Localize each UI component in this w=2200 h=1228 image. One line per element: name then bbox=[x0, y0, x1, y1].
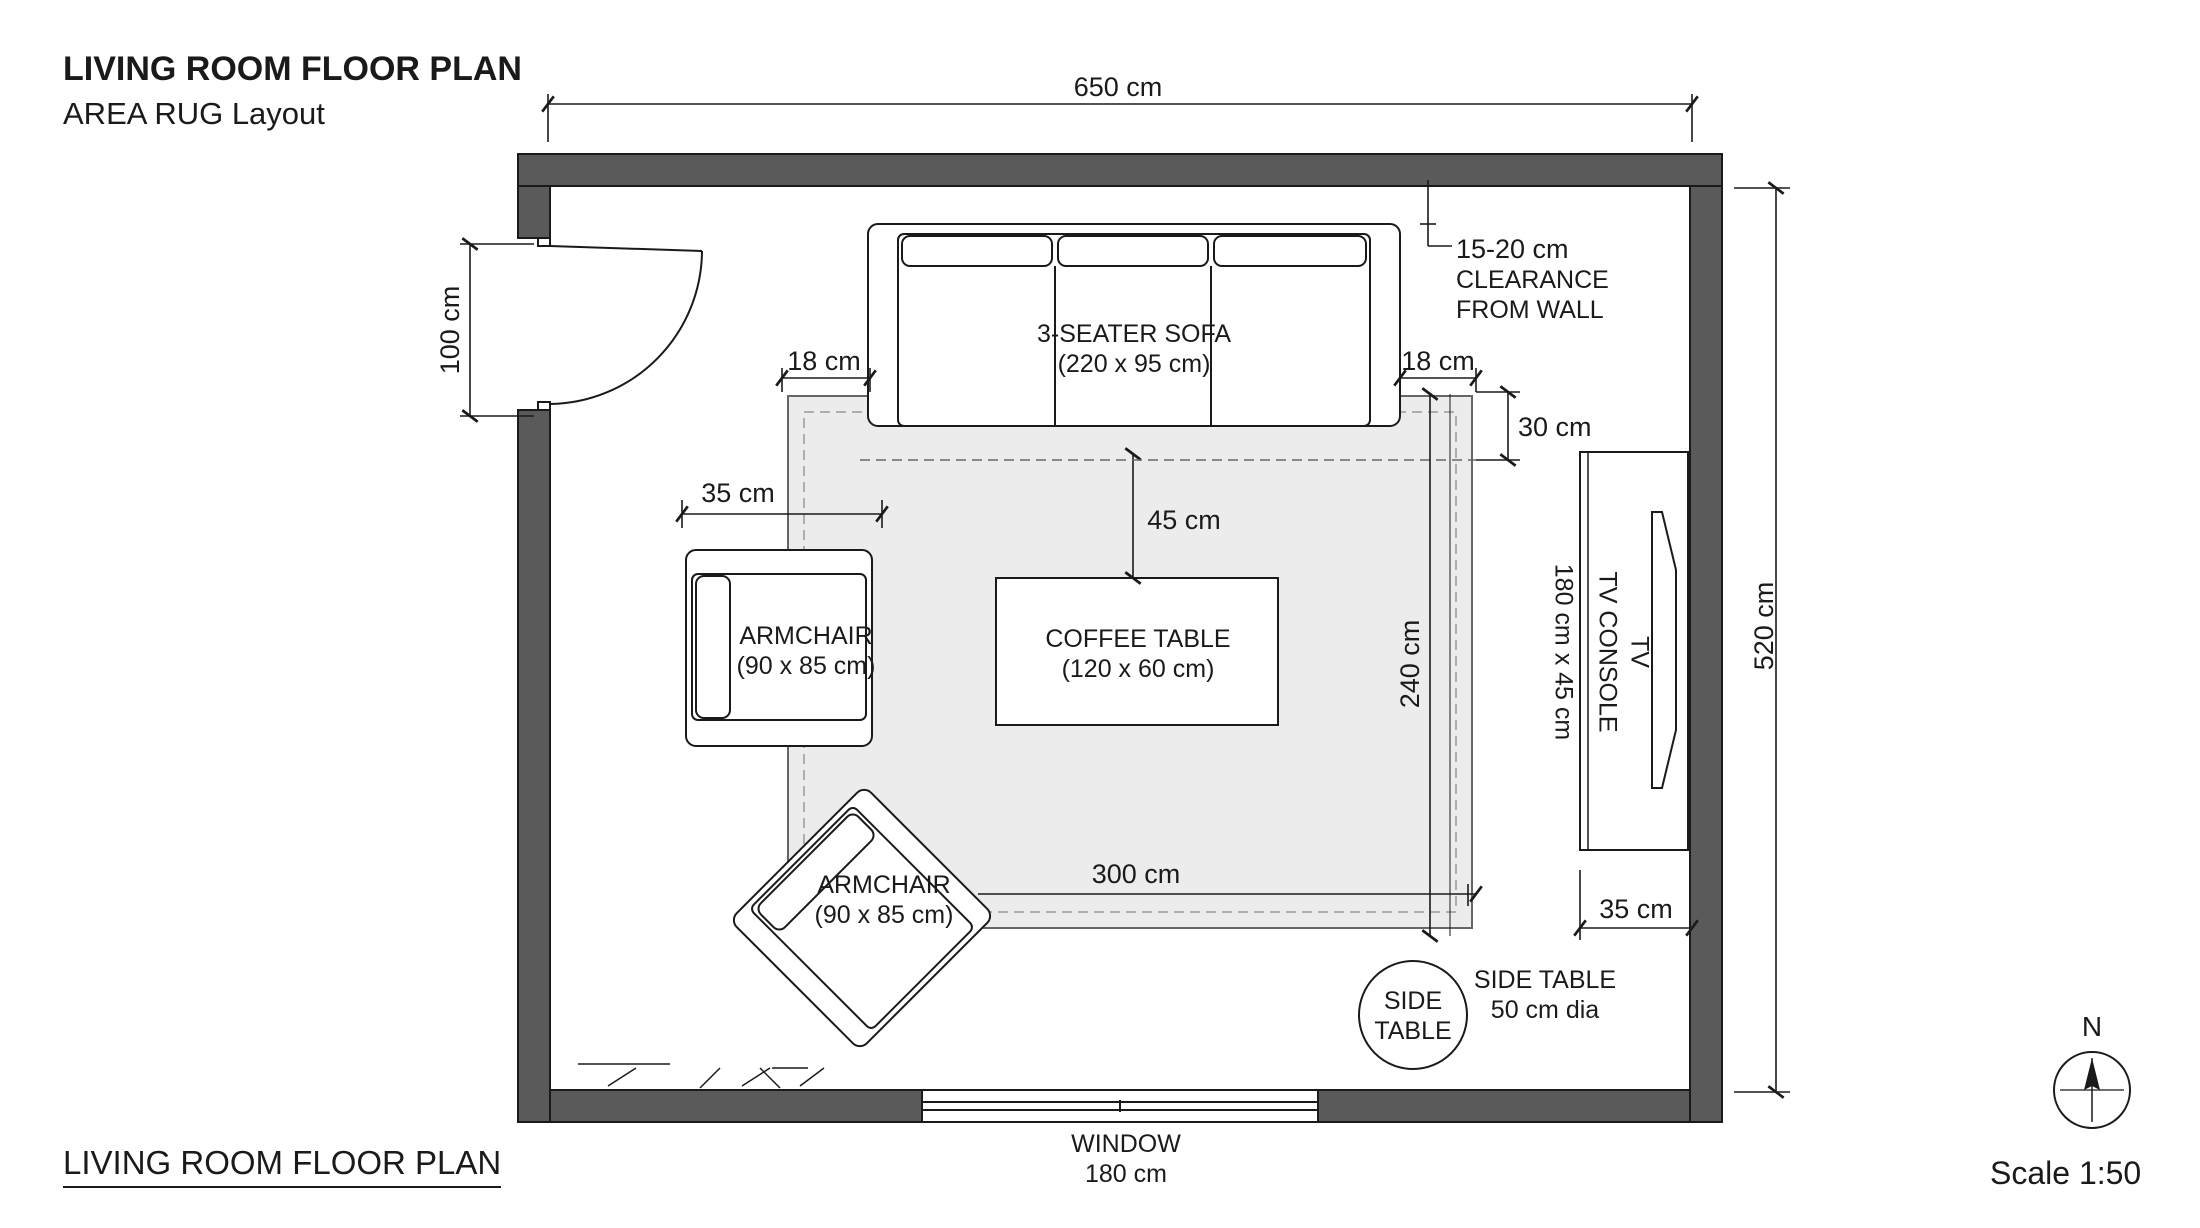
coffee-table-size: (120 x 60 cm) bbox=[1062, 655, 1215, 683]
side-table bbox=[1358, 960, 1468, 1070]
wall-clearance-label: 15-20 cm bbox=[1456, 234, 1569, 264]
tv-console-label: TV CONSOLE bbox=[1593, 571, 1621, 732]
sofa-size: (220 x 95 cm) bbox=[1058, 350, 1211, 378]
footer-title: LIVING ROOM FLOOR PLAN bbox=[63, 1144, 502, 1188]
sofa-name: 3-SEATER SOFA bbox=[1037, 320, 1231, 348]
clearance-line-1: CLEARANCE bbox=[1456, 266, 1609, 294]
rug-overlap-label: 30 cm bbox=[1518, 412, 1592, 442]
armchair-2-size: (90 x 85 cm) bbox=[815, 901, 954, 929]
armchair-1 bbox=[685, 549, 873, 747]
door bbox=[537, 237, 703, 411]
plan-subtitle: AREA RUG Layout bbox=[63, 96, 325, 131]
tv-screen bbox=[1651, 511, 1677, 789]
sofa bbox=[867, 223, 1401, 427]
room-depth-label: 520 cm bbox=[1749, 582, 1779, 671]
room-walls bbox=[517, 153, 1723, 1123]
side-table-line-2: TABLE bbox=[1374, 1017, 1451, 1045]
sofa-overhang-left-label: 18 cm bbox=[787, 346, 861, 376]
side-table-name: SIDE TABLE bbox=[1474, 966, 1616, 994]
tv-clearance-label: 35 cm bbox=[1599, 894, 1673, 924]
tv-label: TV bbox=[1625, 636, 1653, 668]
sofa-to-table-label: 45 cm bbox=[1147, 505, 1221, 535]
window-name: WINDOW bbox=[1071, 1130, 1181, 1158]
tv-console-size: 180 cm x 45 cm bbox=[1549, 564, 1577, 740]
north-compass: N bbox=[2053, 1011, 2131, 1129]
clearance-line-2: FROM WALL bbox=[1456, 296, 1604, 324]
armchair-2-name: ARMCHAIR bbox=[817, 871, 950, 899]
armchair-2 bbox=[732, 788, 992, 1048]
window-size: 180 cm bbox=[1085, 1160, 1167, 1188]
compass-letter: N bbox=[2082, 1011, 2102, 1042]
coffee-table-name: COFFEE TABLE bbox=[1045, 625, 1230, 653]
armchair-1-size: (90 x 85 cm) bbox=[737, 652, 876, 680]
rug-depth-label: 240 cm bbox=[1395, 620, 1425, 709]
side-table-line-1: SIDE bbox=[1384, 987, 1442, 1015]
coffee-table bbox=[995, 577, 1279, 726]
sofa-overhang-right-label: 18 cm bbox=[1401, 346, 1475, 376]
tv-console bbox=[1579, 451, 1689, 851]
room-width-label: 650 cm bbox=[1074, 72, 1163, 102]
scale-label: Scale 1:50 bbox=[1990, 1155, 2142, 1191]
plan-title: LIVING ROOM FLOOR PLAN bbox=[63, 50, 522, 88]
armchair-1-name: ARMCHAIR bbox=[739, 622, 872, 650]
window-opening bbox=[921, 1089, 1319, 1123]
dimension-lines bbox=[460, 94, 1790, 1099]
armchair-overlap-label: 35 cm bbox=[701, 478, 775, 508]
door-width-label: 100 cm bbox=[435, 286, 465, 375]
rug-width-label: 300 cm bbox=[1092, 859, 1181, 889]
decor-lines bbox=[578, 1063, 825, 1089]
side-table-size: 50 cm dia bbox=[1491, 996, 1599, 1024]
